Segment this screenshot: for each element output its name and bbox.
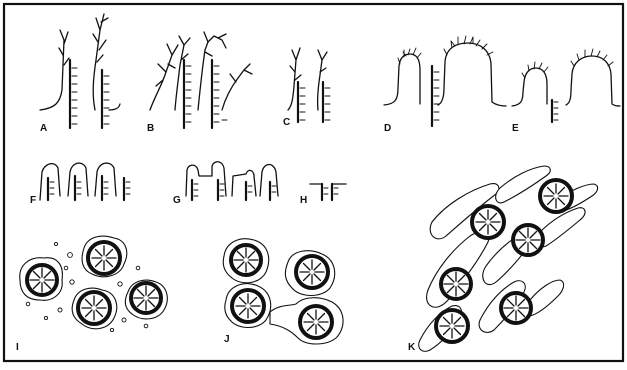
panel-g: G (173, 162, 278, 206)
panel-label-b: B (147, 123, 154, 134)
panel-label-i: I (16, 342, 19, 353)
cell-k-5 (501, 293, 531, 323)
cell-k-3 (513, 225, 543, 255)
panel-label-h: H (300, 195, 307, 206)
cell-j-2 (296, 256, 328, 288)
cell-j-3 (232, 290, 264, 322)
cell-i-2 (88, 242, 120, 274)
cell-k-6 (436, 310, 468, 342)
cell-i-4 (131, 283, 161, 313)
cell-j-4 (300, 306, 332, 338)
panel-b: B (147, 32, 252, 134)
panel-label-f: F (30, 195, 36, 206)
cell-i-1 (27, 265, 57, 295)
panel-h: H (300, 184, 346, 206)
cell-i-3 (78, 292, 110, 324)
panel-i: I (16, 236, 167, 353)
panel-f: F (30, 163, 130, 206)
panel-d: D (384, 36, 506, 134)
panel-j: J (223, 239, 343, 345)
cell-j-1 (231, 245, 261, 275)
panel-label-e: E (512, 123, 519, 134)
cell-k-4 (441, 269, 471, 299)
panel-label-d: D (384, 123, 391, 134)
panel-label-a: A (40, 123, 47, 134)
panel-e: E (512, 49, 620, 134)
panel-label-k: K (408, 342, 416, 353)
panel-label-g: G (173, 195, 181, 206)
panel-label-j: J (224, 334, 230, 345)
cell-k-1 (472, 206, 504, 238)
panel-a: A (40, 14, 120, 134)
panel-k: K (408, 166, 598, 353)
panel-label-c: C (283, 117, 290, 128)
panel-c: C (283, 48, 330, 128)
cell-k-2 (540, 180, 572, 212)
